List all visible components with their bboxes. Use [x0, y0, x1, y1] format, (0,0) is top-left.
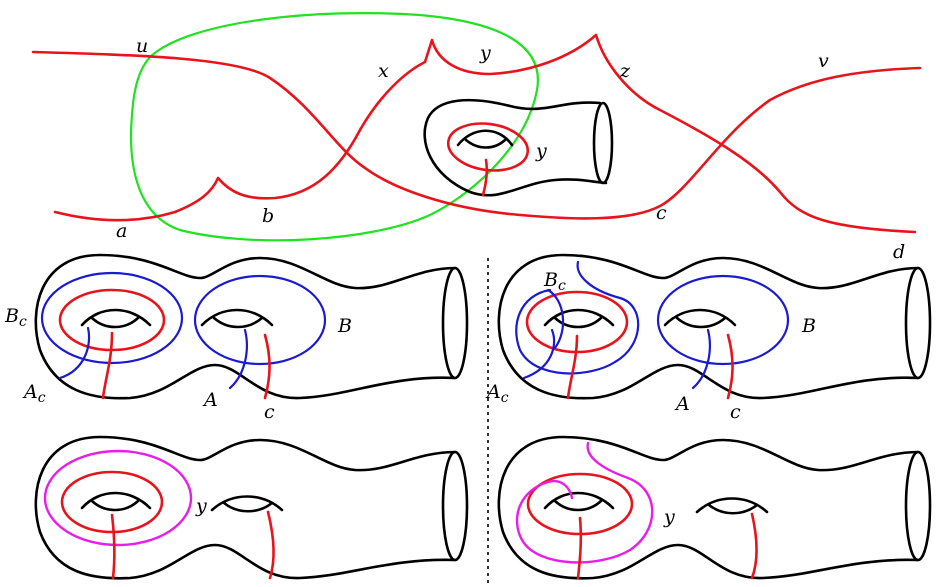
label-B-c: Bc	[543, 269, 566, 294]
label-A: A	[202, 389, 218, 411]
curve-B	[656, 274, 790, 366]
curve-A	[228, 328, 248, 390]
red-arc-right	[266, 510, 275, 580]
surface-outline	[497, 253, 920, 400]
handle-red-loop	[446, 122, 530, 172]
hole1-top	[543, 491, 615, 510]
label-A-c: Ac	[22, 381, 46, 406]
label-z: z	[619, 60, 631, 82]
hole2-bottom	[212, 316, 264, 329]
handle-boundary	[592, 101, 614, 185]
hole2-bottom	[675, 316, 727, 329]
surface-outline	[34, 253, 457, 400]
curve-B	[193, 274, 327, 366]
handle-hole-bottom	[464, 138, 507, 149]
label-b: b	[262, 205, 274, 227]
handle-hole-top	[456, 129, 514, 147]
hole1-bottom	[553, 316, 603, 329]
handle-surface	[423, 98, 608, 197]
middle-right-panel: d Bc Ac B A c	[485, 241, 932, 423]
label-y: y	[195, 495, 207, 517]
label-y: y	[663, 506, 675, 528]
surface-boundary	[904, 450, 932, 562]
label-c: c	[656, 202, 667, 224]
curve-A-c	[58, 326, 91, 380]
red-loop-inner	[60, 470, 164, 534]
hole2-top	[200, 308, 274, 327]
surface-boundary	[441, 450, 469, 562]
curve-B-c-inner	[546, 288, 565, 350]
handle-red-arc	[481, 158, 489, 197]
label-A: A	[674, 393, 690, 415]
red-arc-left	[576, 516, 583, 580]
middle-left-panel: Bc Ac B A c	[4, 253, 469, 423]
curve-B-c	[40, 271, 184, 365]
label-B-c: Bc	[4, 305, 27, 330]
red-strand-u	[31, 50, 922, 220]
hole1-bottom	[90, 499, 140, 512]
label-y-top: y	[479, 42, 491, 64]
label-x: x	[378, 60, 389, 82]
surface-outline	[497, 435, 920, 580]
bottom-left-panel: y	[34, 435, 469, 580]
hole1-bottom	[90, 316, 140, 329]
label-d: d	[893, 241, 905, 263]
surface-boundary	[904, 266, 932, 380]
label-B: B	[337, 315, 352, 337]
red-arc-left	[110, 513, 116, 580]
curve-y	[515, 441, 654, 564]
top-panel: u x y z v a b c y	[31, 12, 922, 242]
label-y-handle: y	[535, 140, 547, 162]
hole2-top	[210, 495, 284, 512]
hole1-top	[543, 308, 615, 327]
label-B: B	[801, 315, 816, 337]
hole2-top	[695, 497, 769, 514]
label-A-c: Ac	[485, 381, 509, 406]
red-arc-right	[750, 512, 758, 580]
curve-c	[726, 333, 734, 400]
curve-A-c	[522, 328, 556, 380]
red-arc-left	[566, 334, 579, 400]
bottom-right-panel: y	[497, 435, 932, 580]
hole2-bottom	[222, 501, 274, 513]
hole1-bottom	[553, 499, 603, 512]
label-a: a	[116, 220, 127, 242]
label-c: c	[264, 401, 275, 423]
curve-y	[43, 449, 193, 547]
label-c: c	[730, 401, 741, 423]
hole1-top	[80, 491, 152, 510]
red-strand-a	[53, 33, 917, 234]
green-loop	[129, 12, 540, 242]
label-v: v	[818, 50, 829, 72]
surface-outline	[34, 435, 457, 580]
surface-boundary	[441, 266, 469, 380]
hole2-top	[663, 308, 737, 327]
hole1-top	[80, 308, 152, 327]
hole2-bottom	[707, 503, 759, 515]
curve-c	[263, 333, 271, 400]
curve-A	[691, 328, 711, 390]
label-u: u	[136, 35, 148, 57]
curve-B-c	[515, 260, 640, 375]
red-arc-left	[101, 331, 114, 400]
